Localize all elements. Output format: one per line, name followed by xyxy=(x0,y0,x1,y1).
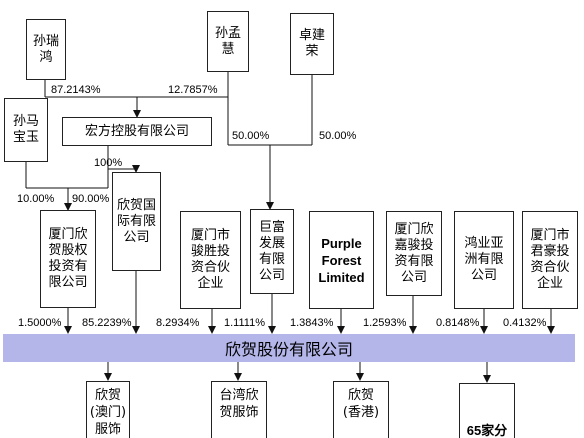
investor-label: 鸿业亚 洲有限 公司 xyxy=(464,236,504,283)
investor-label: 厦门市 骏胜投 资合伙 企业 xyxy=(190,228,230,291)
investor-purple-forest: Purple Forest Limited xyxy=(309,211,374,309)
shareholder-label: 卓建 荣 xyxy=(298,28,325,59)
investor-jiajun: 厦门欣 嘉骏投 资有限 公司 xyxy=(386,211,442,296)
pct-equity-main: 1.5000% xyxy=(18,317,62,329)
main-company-bar: 欣贺股份有限公司 xyxy=(3,334,575,362)
subsidiary-label: 台湾欣 贺服饰 xyxy=(219,388,259,420)
pct-mabaoyu-equity: 10.00% xyxy=(17,193,55,205)
shareholder-sun-mabaoyu: 孙马 宝玉 xyxy=(4,98,48,162)
company-label: 欣贺国 际有限 公司 xyxy=(116,197,156,245)
subsidiary-65-branches: 65家分 xyxy=(459,383,515,438)
subsidiary-hongkong: 欣贺 (香港) xyxy=(333,381,389,438)
subsidiary-taiwan: 台湾欣 贺服饰 xyxy=(211,381,267,438)
investor-label: 厦门市 君豪投 资合伙 企业 xyxy=(530,228,570,291)
pct-purple-main: 1.3843% xyxy=(290,317,334,329)
investor-label: 巨富 发展 有限 公司 xyxy=(258,219,285,283)
shareholder-zhuo-jianrong: 卓建 荣 xyxy=(290,13,334,75)
shareholder-label: 孙孟 慧 xyxy=(214,25,241,57)
subsidiary-label: 65家分 xyxy=(466,423,508,438)
pct-hongfang-intl: 100% xyxy=(94,157,123,169)
pct-hongfang-equity: 90.00% xyxy=(72,193,110,205)
investor-junsheng: 厦门市 骏胜投 资合伙 企业 xyxy=(180,211,241,309)
company-label: 宏方控股有限公司 xyxy=(84,123,189,139)
pct-jianrong-jufu: 50.00% xyxy=(319,130,357,142)
pct-hongye-main: 0.8148% xyxy=(436,317,480,329)
shareholder-label: 孙马 宝玉 xyxy=(12,114,39,145)
shareholder-sun-ruihong: 孙瑞 鸿 xyxy=(26,19,66,80)
pct-jufu-main: 1.1111% xyxy=(224,317,265,329)
investor-hongye: 鸿业亚 洲有限 公司 xyxy=(454,211,514,309)
pct-junhao-main: 0.4132% xyxy=(503,317,547,329)
subsidiary-label: 欣贺 (澳门) 服饰 xyxy=(89,388,127,437)
pct-menghui-jufu: 50.00% xyxy=(232,130,270,142)
pct-jiajun-main: 1.2593% xyxy=(363,317,407,329)
investor-label: Purple Forest Limited xyxy=(318,235,365,285)
xiamen-xinhe-equity-box: 厦门欣 贺股权 投资有 限公司 xyxy=(40,210,96,308)
pct-ruihong-hongfang: 87.2143% xyxy=(51,84,101,96)
subsidiary-macau: 欣贺 (澳门) 服饰 xyxy=(86,381,130,438)
investor-junhao: 厦门市 君豪投 资合伙 企业 xyxy=(522,211,578,309)
shareholder-label: 孙瑞 鸿 xyxy=(32,33,59,65)
company-label: 厦门欣 贺股权 投资有 限公司 xyxy=(48,227,88,290)
pct-junsheng-main: 8.2934% xyxy=(156,317,200,329)
main-company-label: 欣贺股份有限公司 xyxy=(224,340,353,359)
hongfang-holdings-box: 宏方控股有限公司 xyxy=(62,117,212,146)
pct-intl-main: 85.2239% xyxy=(82,317,132,329)
shareholder-sun-menghui: 孙孟 慧 xyxy=(207,11,249,72)
investor-label: 厦门欣 嘉骏投 资有限 公司 xyxy=(394,221,434,285)
xinhe-international-box: 欣贺国 际有限 公司 xyxy=(112,172,161,271)
pct-menghui-hongfang: 12.7857% xyxy=(168,84,218,96)
investor-jufu: 巨富 发展 有限 公司 xyxy=(250,209,294,294)
subsidiary-label: 欣贺 (香港) xyxy=(342,388,380,420)
